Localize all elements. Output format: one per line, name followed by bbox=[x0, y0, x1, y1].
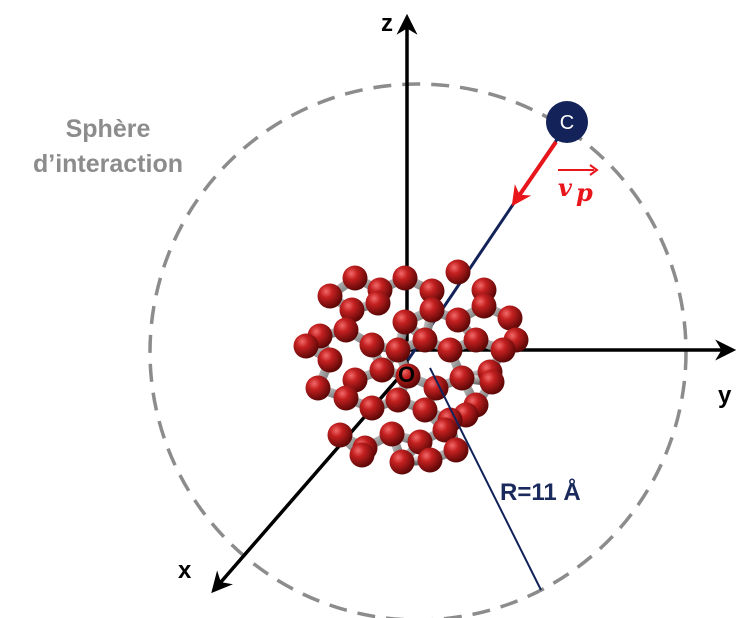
molecule-atom bbox=[419, 278, 445, 304]
molecule-atom bbox=[437, 337, 463, 363]
projectile-atom: C bbox=[546, 101, 588, 143]
molecule-atom bbox=[417, 447, 443, 473]
projectile-atom-label: C bbox=[560, 112, 574, 134]
molecule-atom bbox=[327, 422, 353, 448]
interaction-sphere bbox=[148, 82, 688, 618]
molecule-atom bbox=[389, 449, 415, 475]
molecule-atom bbox=[359, 395, 385, 421]
molecule-atom bbox=[463, 327, 489, 353]
radius-label: R=11 Å bbox=[500, 478, 581, 506]
molecule-atom bbox=[342, 265, 368, 291]
molecule-atom bbox=[471, 293, 497, 319]
molecule-atom bbox=[379, 421, 405, 447]
molecule-atom bbox=[479, 369, 505, 395]
molecule-atom bbox=[317, 283, 343, 309]
molecule-atom bbox=[432, 417, 458, 443]
molecule-atom bbox=[395, 363, 421, 389]
x-axis-label: x bbox=[178, 557, 192, 584]
molecule-atom bbox=[317, 347, 343, 373]
molecule-atom bbox=[339, 297, 365, 323]
molecule-atom bbox=[333, 317, 359, 343]
molecule-atom bbox=[490, 337, 516, 363]
molecule-atom bbox=[305, 375, 331, 401]
molecule-atom bbox=[293, 333, 319, 359]
velocity-symbol: v bbox=[558, 173, 573, 202]
y-axis-label: y bbox=[718, 382, 732, 409]
molecule-atom bbox=[449, 365, 475, 391]
molecule-atom bbox=[497, 305, 523, 331]
sphere-label-line2: d’interaction bbox=[33, 150, 183, 178]
molecule-atom bbox=[412, 327, 438, 353]
molecule-atom bbox=[369, 357, 395, 383]
z-axis-label: z bbox=[381, 10, 393, 37]
molecule-atom bbox=[385, 387, 411, 413]
molecule-atom bbox=[349, 442, 375, 468]
origin-label: O bbox=[398, 362, 415, 387]
radius-line bbox=[429, 367, 542, 591]
molecule-atom bbox=[419, 297, 445, 323]
sphere-label-line1: Sphère bbox=[66, 115, 151, 143]
velocity-label: v p bbox=[558, 164, 599, 207]
velocity-subscript: p bbox=[576, 178, 593, 207]
molecule-atom bbox=[359, 332, 385, 358]
molecule-atom bbox=[445, 259, 471, 285]
molecule-atom bbox=[385, 337, 411, 363]
molecule-atom bbox=[392, 265, 418, 291]
molecule-atom bbox=[412, 397, 438, 423]
molecule-atom bbox=[445, 307, 471, 333]
velocity-arrow bbox=[511, 140, 558, 207]
molecule-atom bbox=[443, 437, 469, 463]
molecule-atom bbox=[392, 309, 418, 335]
graphene-flake bbox=[293, 259, 529, 475]
molecule-atom bbox=[365, 290, 391, 316]
projectile-atom-circle bbox=[546, 101, 588, 143]
velocity-vector-arrowhead bbox=[589, 164, 599, 176]
molecule-atom bbox=[333, 385, 359, 411]
